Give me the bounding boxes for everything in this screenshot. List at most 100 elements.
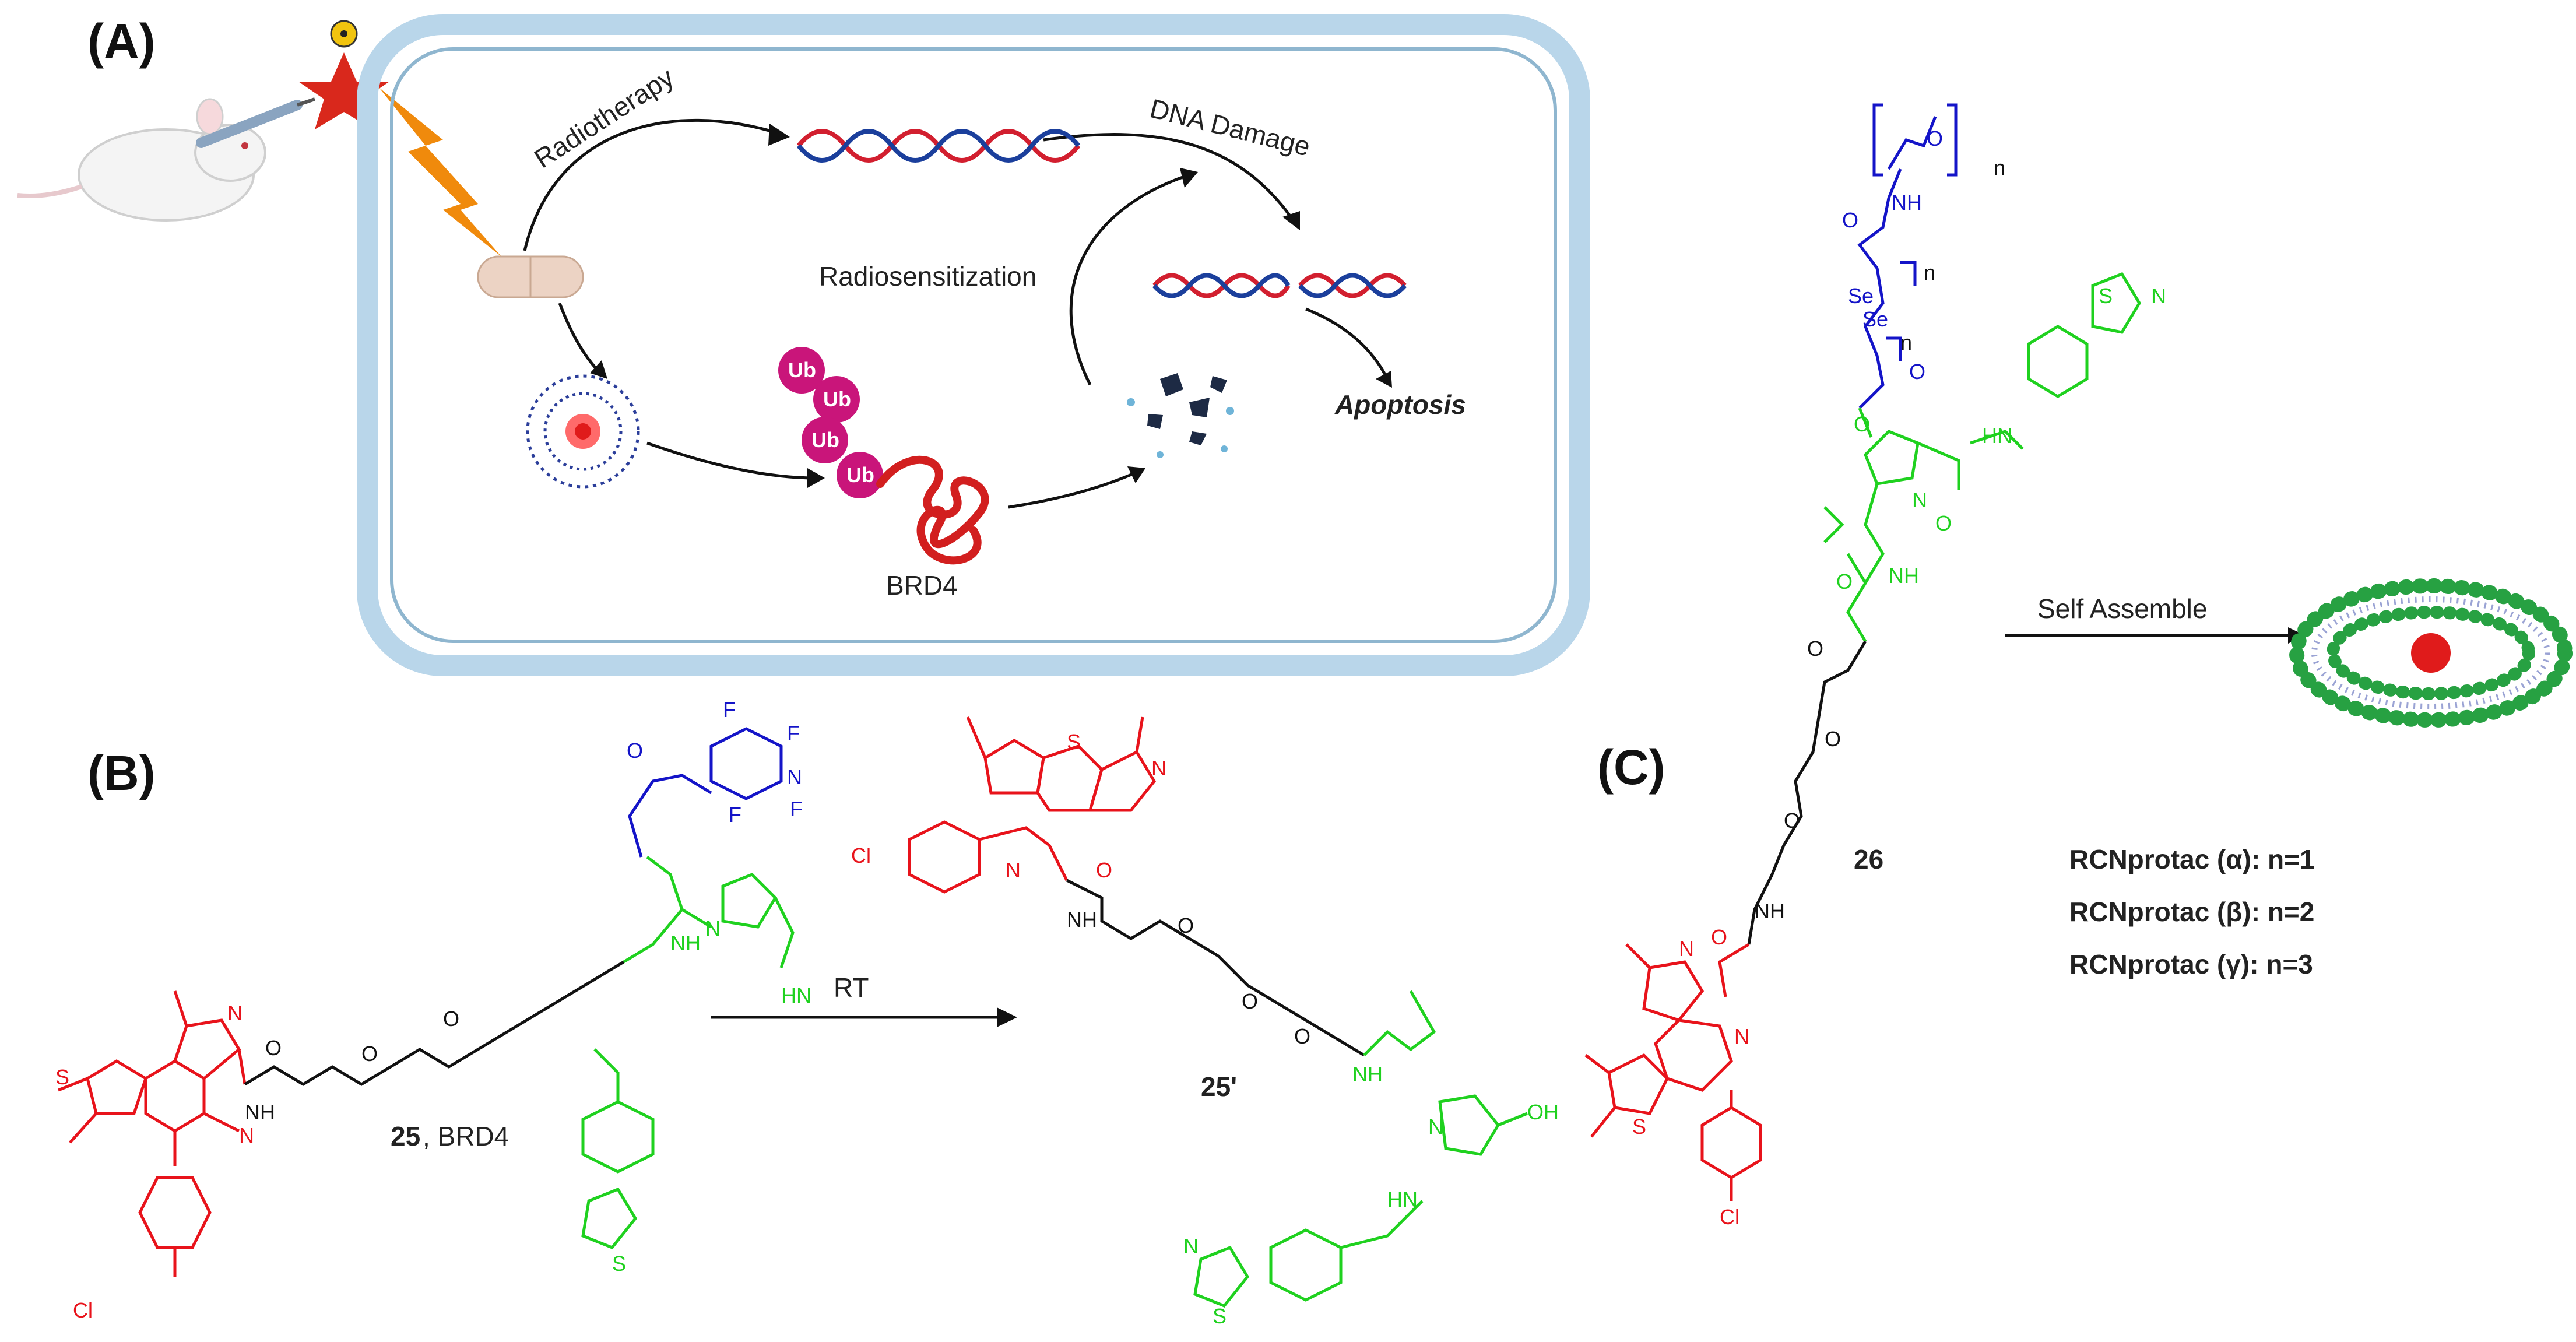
compound-26-number: 26: [1854, 844, 1883, 874]
atom-cl-26: Cl: [1720, 1205, 1739, 1229]
self-assemble-label: Self Assemble: [2037, 593, 2207, 624]
brd4-protein: [876, 455, 989, 565]
ubiquitin-chain: [778, 347, 883, 498]
atom-hn-25-vhl: HN: [781, 983, 811, 1007]
variant-alpha: RCNprotac (α): n=1: [2069, 844, 2315, 874]
reaction-arrowhead: [997, 1007, 1017, 1027]
pill-icon: [477, 255, 584, 298]
atom-f-25-b: F: [787, 721, 800, 745]
cell-membrane-outer: [357, 14, 1590, 676]
syringe-icon: [196, 97, 315, 148]
dna-helix-broken: [1152, 273, 1407, 298]
atom-nh-25-vhl: NH: [670, 931, 701, 955]
atom-o-26-carbonyl-a: O: [1842, 208, 1858, 232]
atom-s-25p-thiazole: S: [1213, 1304, 1227, 1328]
ub-label-3: Ub: [811, 428, 839, 452]
atom-nh-25p-vhl: NH: [1352, 1062, 1383, 1086]
atom-o-26-head: O: [1711, 925, 1727, 949]
variant-gamma: RCNprotac (γ): n=3: [2069, 949, 2313, 979]
atom-n-25p-vhl: N: [1428, 1115, 1443, 1139]
atom-o-26-linker-b: O: [1825, 727, 1841, 751]
atom-n-26-vhl: N: [1912, 488, 1927, 512]
radiotherapy-label: Radiotherapy: [529, 62, 679, 174]
atom-n-25p-a: N: [1151, 756, 1166, 780]
atom-o-25p-c: O: [1294, 1024, 1310, 1048]
atom-o-26-carbonyl-b: O: [1909, 360, 1925, 384]
atom-o-26-ester: O: [1854, 412, 1870, 436]
atom-cl-25: Cl: [73, 1298, 93, 1322]
brd4-label: BRD4: [886, 570, 958, 600]
atom-hn-26: HN: [1982, 424, 2012, 448]
atom-o-25p-b: O: [1242, 989, 1258, 1013]
atom-n-25a: N: [227, 1001, 243, 1025]
compound-26-linker: [1747, 640, 1867, 945]
compound-25p-number: 25': [1201, 1072, 1237, 1102]
dna-damage-label: DNA Damage: [1147, 93, 1313, 161]
atom-se-a: Se: [1848, 284, 1874, 308]
compound-26-peg-repeat: [1872, 103, 1958, 177]
atom-o-26-vhl-a: O: [1935, 511, 1952, 535]
compound-26-vhl: [1823, 272, 2141, 642]
compound-26-diselenide: [1857, 168, 1917, 409]
atom-se-b: Se: [1862, 307, 1888, 331]
atom-f-25-c: F: [790, 797, 803, 821]
cell-membrane-inner: [390, 47, 1557, 643]
atom-n-25b: N: [239, 1123, 254, 1147]
repeat-n-a: n: [1924, 261, 1935, 284]
atom-o-26-vhl-b: O: [1836, 570, 1853, 593]
atom-s-26: S: [2099, 284, 2113, 308]
repeat-n-outer: n: [1994, 156, 2005, 180]
compound-25p-jq1: [908, 716, 1157, 894]
atom-f-25-a: F: [723, 698, 736, 722]
compound-26-jq1: [1584, 943, 1762, 1201]
atom-nh-26-trigger: NH: [1892, 191, 1922, 215]
atom-o-25p-amide: O: [1096, 858, 1112, 882]
repeat-n-b: n: [1900, 331, 1912, 354]
atom-f-25-d: F: [729, 803, 741, 827]
atom-s-25: S: [55, 1065, 69, 1089]
atom-o-25-b: O: [361, 1042, 378, 1066]
degraded-fragments: [1127, 373, 1234, 458]
atom-hn-25p: HN: [1387, 1188, 1418, 1211]
atom-n-25p-b: N: [1006, 858, 1021, 882]
atom-o-25p-a: O: [1178, 914, 1194, 937]
compound-25-caption: , BRD4: [423, 1121, 509, 1151]
ub-label-4: Ub: [846, 463, 874, 487]
atom-n-26-head-b: N: [1734, 1024, 1749, 1048]
ub-label-1: Ub: [788, 358, 816, 382]
reaction-condition: RT: [834, 972, 869, 1003]
atom-o-25-a: O: [265, 1036, 282, 1060]
atom-o-26-linker-c: O: [1784, 809, 1800, 832]
variant-beta: RCNprotac (β): n=2: [2069, 897, 2314, 927]
nanoparticle-vesicle: [2289, 578, 2573, 728]
mouse-illustration: [17, 98, 266, 222]
compound-25-number: 25: [391, 1121, 420, 1151]
radiosensitization-label: Radiosensitization: [819, 261, 1036, 291]
atom-cl-25p: Cl: [851, 844, 871, 867]
apoptosis-label: Apoptosis: [1334, 389, 1466, 420]
compound-25p-vhl: [1193, 990, 1528, 1308]
compound-25-jq1: [58, 990, 247, 1277]
atom-s-25p: S: [1067, 730, 1081, 754]
atom-o-25-c: O: [443, 1007, 459, 1031]
panel-c-label: (C): [1597, 740, 1665, 795]
atom-n-25-pyridine: N: [787, 765, 802, 789]
panel-b-label: (B): [87, 746, 156, 800]
compound-25-trigger: [628, 727, 783, 858]
atom-o-26-peg: O: [1927, 127, 1943, 150]
panel-a-label: (A): [87, 14, 156, 69]
atom-nh-26-vhl: NH: [1889, 564, 1919, 588]
atom-n-25-vhl: N: [705, 916, 721, 940]
cell-arrows: [523, 118, 1389, 509]
compound-25-vhl: [581, 856, 795, 1250]
atom-n-26-head-a: N: [1679, 937, 1694, 961]
atom-nh-26-linker: NH: [1755, 899, 1785, 923]
atom-s-25-thiazole: S: [612, 1252, 626, 1276]
micelle-nanoparticle: [526, 374, 640, 489]
atom-oh-25p: OH: [1527, 1100, 1559, 1124]
atom-s-26-head: S: [1632, 1115, 1646, 1139]
compound-25-linker: [244, 960, 625, 1086]
dna-helix-intact: [796, 129, 1081, 163]
atom-o-25-carbonyl: O: [627, 739, 643, 763]
